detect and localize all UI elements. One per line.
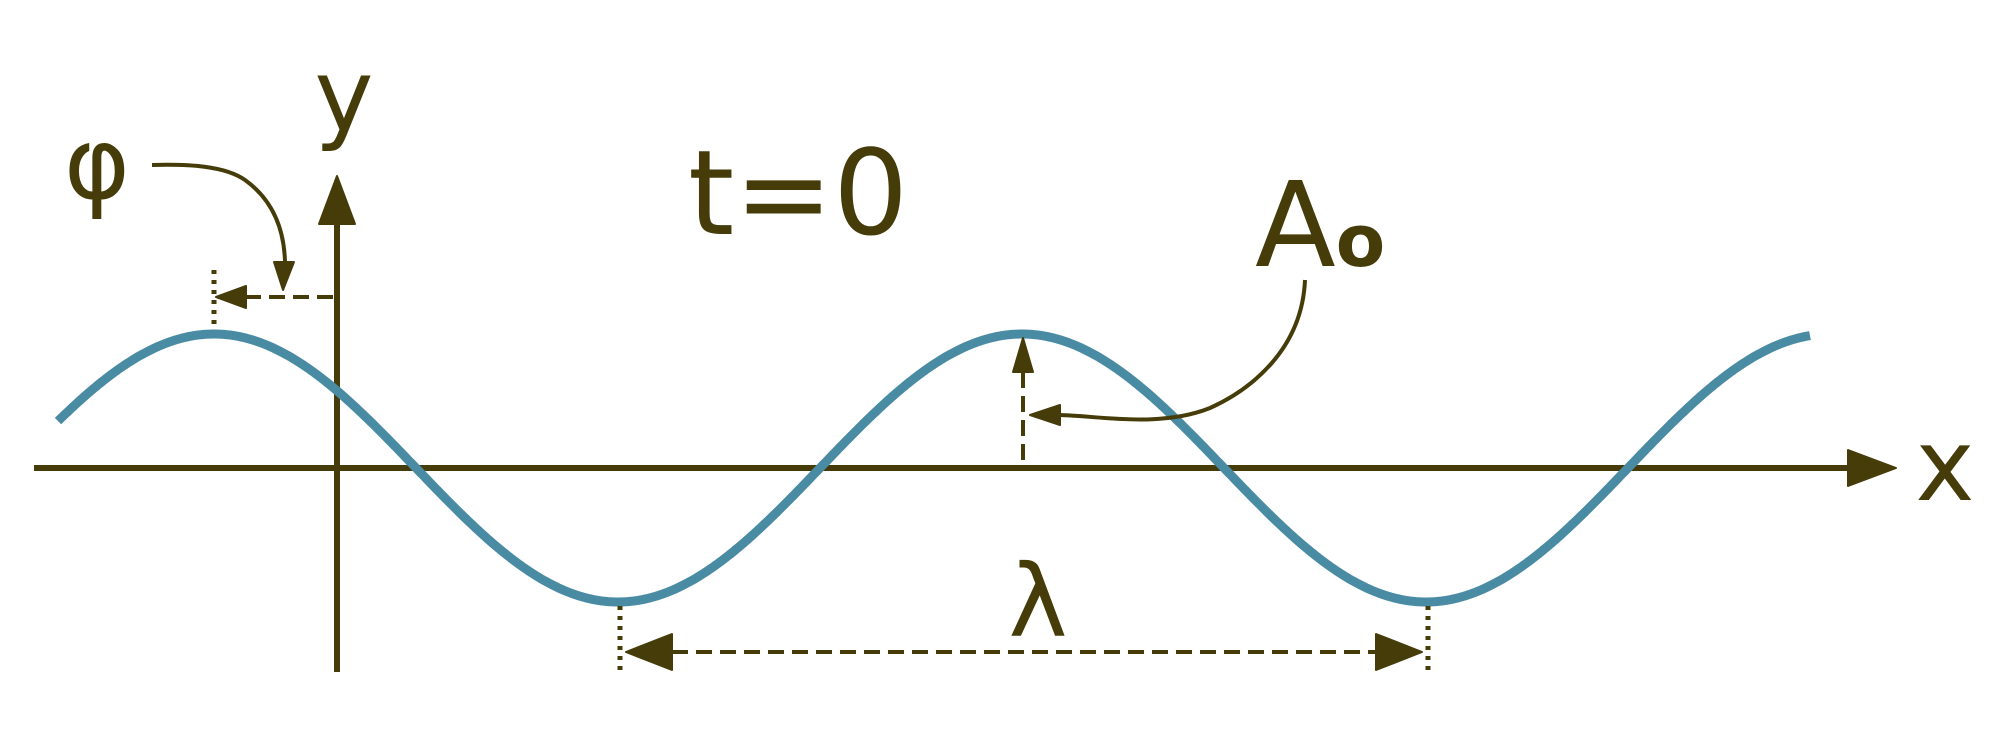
amplitude-pointer-arrowhead	[1029, 404, 1061, 426]
y-axis-arrowhead	[318, 175, 356, 225]
x-axis-label: x	[1915, 407, 1974, 524]
phase-pointer-curve	[151, 162, 287, 263]
amplitude-pointer-curve	[1059, 279, 1307, 422]
phase-label: φ	[64, 105, 130, 222]
x-axis-arrowhead	[1847, 449, 1897, 487]
wavelength-right-arrowhead	[1375, 633, 1423, 671]
amplitude-label: Ao	[1255, 156, 1385, 294]
wave-curve	[54, 329, 1811, 607]
amplitude-label-subscript: o	[1336, 199, 1385, 283]
amplitude-label-main: A	[1255, 156, 1336, 294]
amplitude-arrowhead	[1012, 337, 1034, 373]
y-axis-label: y	[314, 37, 373, 154]
wavelength-label: λ	[1008, 543, 1067, 660]
time-label: t=0	[688, 124, 908, 262]
phase-pointer-arrowhead	[273, 261, 295, 291]
wavelength-left-arrowhead	[625, 633, 673, 671]
phase-offset-arrowhead	[215, 285, 247, 309]
